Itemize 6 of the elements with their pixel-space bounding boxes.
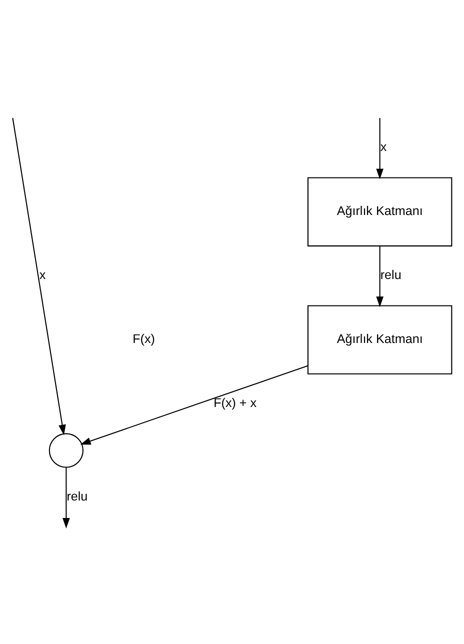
edge-label: x <box>39 268 46 282</box>
edge-label: relu <box>380 268 402 282</box>
edge-label: F(x) + x <box>214 396 257 410</box>
edge-label: relu <box>66 488 88 503</box>
label: F(x) <box>132 332 155 346</box>
edge-label: x <box>380 140 387 154</box>
